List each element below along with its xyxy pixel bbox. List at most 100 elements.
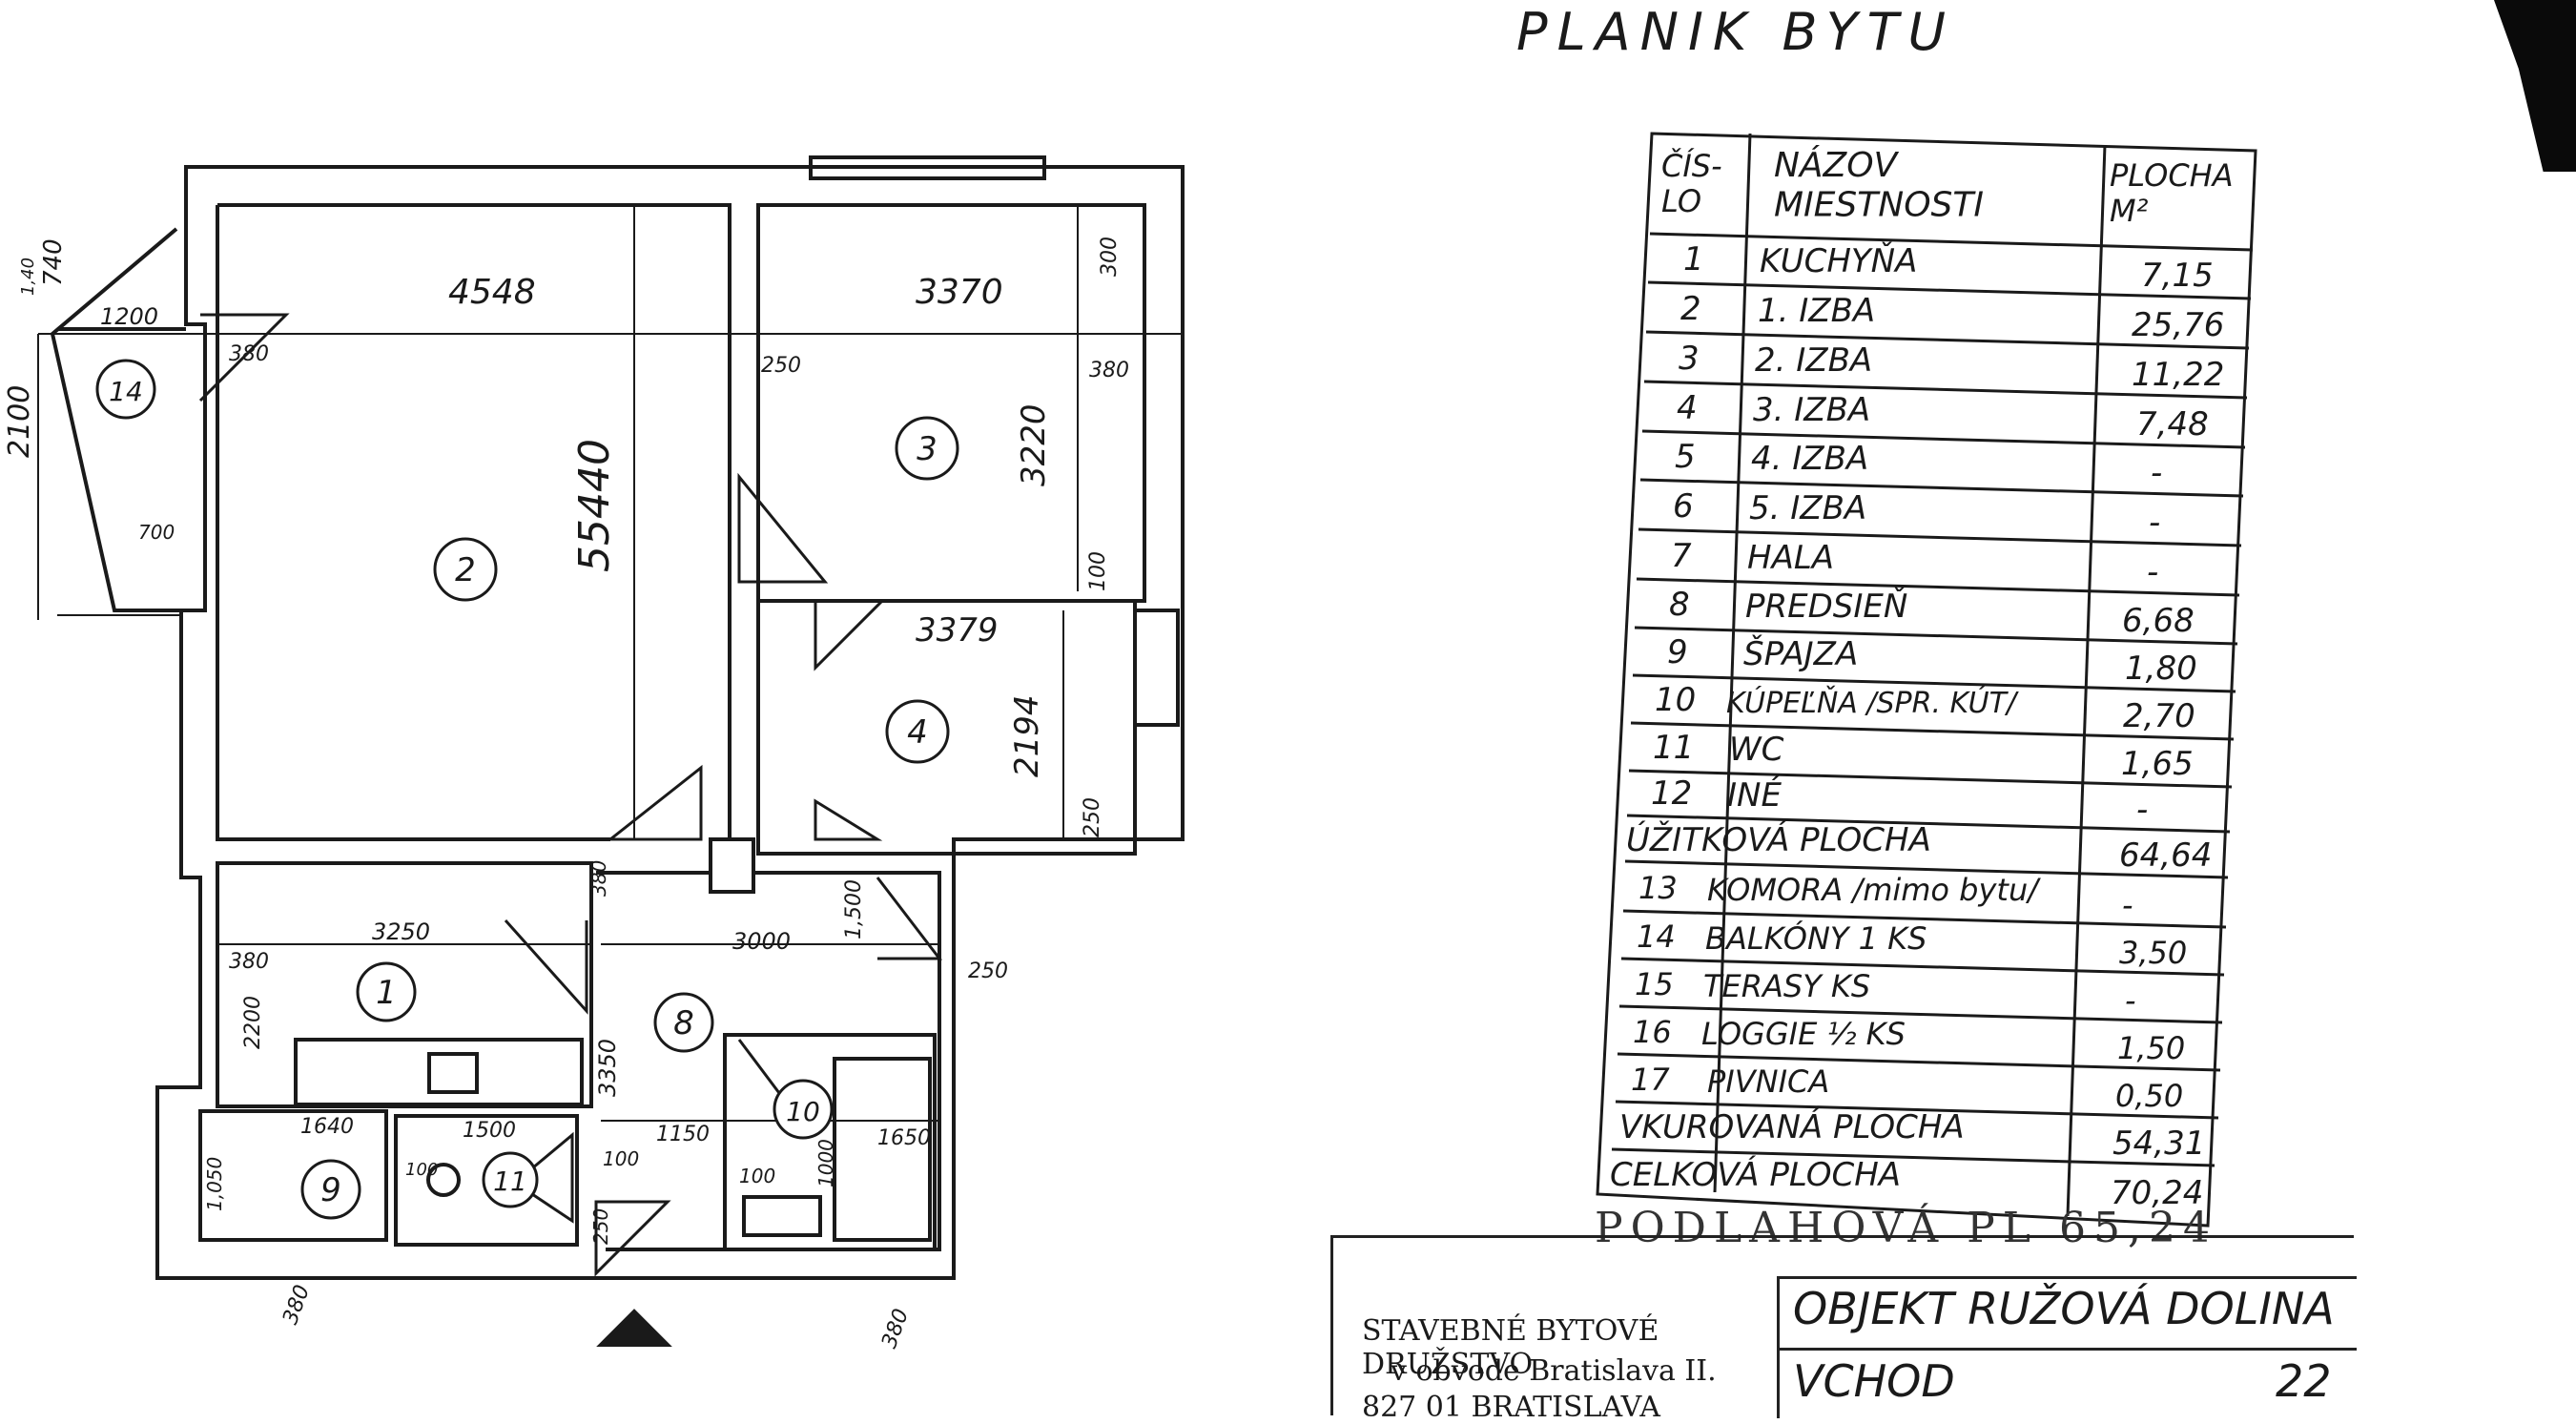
table-cell-area: 3,50 [2119, 935, 2187, 971]
table-cell-area: 1,50 [2117, 1030, 2185, 1066]
table-cell-no: 6 [1673, 487, 1694, 526]
organization-address: 827 01 BRATISLAVA [1362, 1391, 1660, 1424]
useful-area-label: ÚŽITKOVÁ PLOCHA [1626, 820, 1931, 859]
table-cell-name: ŠPAJZA [1743, 634, 1858, 673]
table-cell-no: 3 [1679, 340, 1700, 378]
table-cell-area: - [2151, 454, 2162, 492]
table-cell-name: 4. IZBA [1751, 440, 1868, 478]
table-cell-no: 4 [1677, 389, 1698, 427]
room-numbers: 1 2 3 4 8 9 10 11 14 [109, 376, 938, 1209]
table-cell-area: 7,48 [2136, 405, 2209, 444]
table-cell-no: 7 [1671, 537, 1692, 575]
organization-district: v obvode Bratislava II. [1391, 1354, 1717, 1388]
table-cell-area: - [2122, 887, 2133, 923]
table-header-number: ČÍS-LO [1661, 147, 1722, 219]
table-cell-name: PREDSIEŇ [1745, 587, 1907, 626]
table-cell-name: 5. IZBA [1749, 489, 1866, 527]
table-cell-name: 2. IZBA [1755, 341, 1872, 380]
heated-area-label: VKUROVANÁ PLOCHA [1619, 1107, 1965, 1146]
dimension-label: 2200 [241, 996, 265, 1049]
plan-walls [50, 155, 1185, 1347]
dimension-label: 3350 [594, 1039, 621, 1097]
dimension-label: 3250 [372, 918, 430, 945]
organization-name: STAVEBNÉ BYTOVÉ DRUŽSTVO [1362, 1314, 1659, 1381]
room-marker-4 [885, 699, 950, 764]
title-block: STAVEBNÉ BYTOVÉ DRUŽSTVO v obvode Bratis… [1330, 1235, 2357, 1424]
table-header-number-text: ČÍS-LO [1661, 147, 1722, 219]
table-cell-no: 13 [1638, 870, 1678, 906]
dimension-label: 1,40 [18, 258, 38, 296]
dimension-label: 380 [229, 950, 269, 974]
dimension-label: 250 [761, 354, 801, 378]
room-number: 1 [376, 974, 397, 1012]
room-number: 3 [917, 430, 938, 468]
entrance-number: 22 [2276, 1355, 2332, 1407]
table-rows-extra: 13 KOMORA /mimo bytu/ - 14 BALKÓNY 1 KS … [1631, 870, 2187, 1114]
dimension-label: 100 [739, 1165, 775, 1187]
dimension-label: 3370 [916, 273, 1003, 312]
room-marker-8 [653, 992, 714, 1053]
dimension-label: 250 [1081, 797, 1104, 837]
entrance-label: VCHOD [1793, 1355, 1955, 1407]
table-cell-no: 2 [1680, 290, 1701, 328]
room-marker-11 [482, 1151, 539, 1208]
table-cell-name: HALA [1747, 539, 1834, 577]
room-marker-3 [895, 416, 959, 481]
table-cell-no: 9 [1667, 633, 1688, 671]
table-cell-area: 0,50 [2115, 1078, 2183, 1114]
dimension-label: 1,050 [203, 1157, 226, 1211]
dimension-label: 2100 [3, 385, 36, 458]
dimension-label: 55440 [570, 439, 619, 572]
useful-area-value: 64,64 [2119, 836, 2212, 875]
table-cell-area: 6,68 [2122, 602, 2195, 640]
floor-area-stamp: PODLAHOVÁ PL 65,24 [1595, 1202, 2217, 1252]
organization-block: STAVEBNÉ BYTOVÉ DRUŽSTVO v obvode Bratis… [1333, 1238, 1777, 1424]
dimension-label: 250 [968, 960, 1008, 983]
room-number: 8 [673, 1004, 694, 1042]
table-cell-area: 1,65 [2121, 745, 2194, 783]
table-cell-no: 8 [1669, 586, 1690, 624]
total-area-value: 70,24 [2111, 1174, 2203, 1212]
table-rows: 1 KUCHYŇA 7,15 2 1. IZBA 25,76 3 2. IZBA… [1651, 240, 2224, 829]
dimension-label: 380 [278, 1282, 315, 1328]
dimension-label: 100 [1086, 551, 1110, 591]
table-cell-no: 11 [1653, 729, 1694, 767]
object-block: OBJEKT RUŽOVÁ DOLINA VCHOD 22 [1777, 1276, 2357, 1418]
table-cell-name: KUCHYŇA [1760, 241, 1917, 280]
table-cell-area: - [2125, 982, 2136, 1019]
dimension-label: 380 [229, 342, 269, 366]
dimension-label: 1640 [300, 1115, 354, 1139]
dimension-label: 740 [39, 238, 68, 286]
table-cell-area: - [2147, 553, 2158, 591]
table-cell-no: 12 [1651, 774, 1692, 813]
page-title: PLANIK BYTU [1516, 2, 1956, 62]
dimension-label: 2194 [1008, 694, 1046, 777]
dimension-label: 1200 [100, 303, 158, 330]
room-markers [95, 359, 959, 1220]
dimension-label: 1650 [877, 1126, 931, 1150]
table-cell-no: 14 [1637, 918, 1676, 955]
table-cell-no: 17 [1631, 1062, 1670, 1098]
dimension-label: 1000 [814, 1139, 837, 1187]
table-cell-area: - [2149, 504, 2160, 542]
table-cell-name: 3. IZBA [1753, 391, 1870, 429]
heated-area-value: 54,31 [2112, 1125, 2205, 1163]
area-table-grid [1596, 132, 2257, 1228]
table-cell-name: BALKÓNY 1 KS [1705, 919, 1927, 957]
dimension-label: 1150 [656, 1123, 710, 1146]
dimension-label: 4548 [448, 273, 536, 312]
object-name: OBJEKT RUŽOVÁ DOLINA [1793, 1283, 2335, 1334]
table-cell-name: 1. IZBA [1758, 292, 1875, 330]
dimension-label: 3000 [732, 928, 791, 955]
table-cell-no: 1 [1683, 240, 1704, 279]
room-marker-10 [773, 1079, 834, 1140]
table-cell-area: - [2136, 791, 2148, 829]
object-divider [1780, 1348, 2357, 1351]
table-cell-area: 2,70 [2123, 697, 2195, 735]
room-number: 10 [786, 1096, 820, 1127]
table-cell-name: TERASY KS [1703, 968, 1870, 1004]
